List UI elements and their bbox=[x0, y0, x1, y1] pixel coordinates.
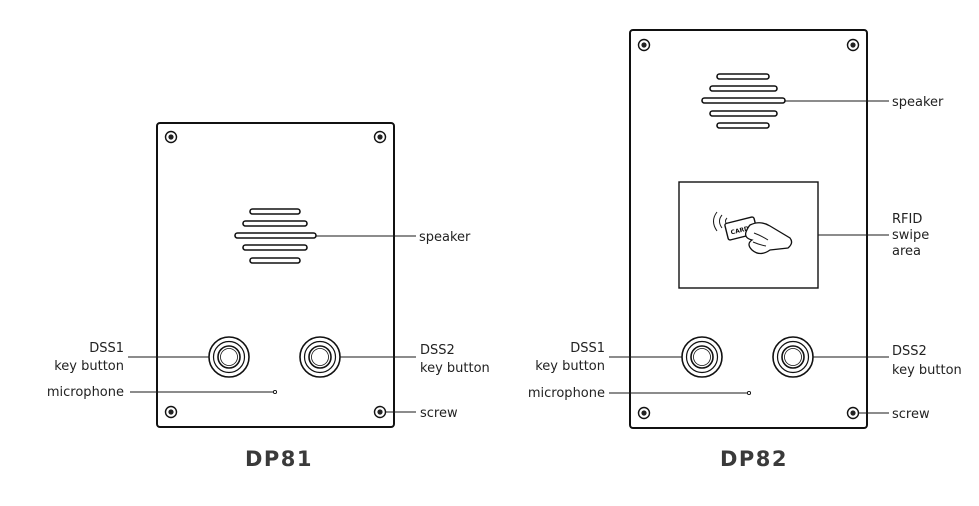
dp81-model-title: DP81 bbox=[245, 447, 313, 471]
dp81-dss2-key-button bbox=[299, 336, 341, 378]
dp81-microphone-label: microphone bbox=[47, 385, 124, 400]
dp82-dss1-sublabel: key button bbox=[535, 359, 605, 374]
dp81-screw-top-left bbox=[164, 130, 178, 144]
dp82-model-title: DP82 bbox=[720, 447, 788, 471]
dp81-dss2-label: DSS2 bbox=[420, 343, 455, 358]
dp82-speaker-label: speaker bbox=[892, 95, 944, 110]
dp82-dss1-key-button bbox=[681, 336, 723, 378]
dp81-speaker-grille bbox=[234, 208, 317, 264]
dp82-speaker-grille bbox=[701, 73, 786, 129]
dp82-rfid-sublabel-1: swipe bbox=[892, 228, 929, 243]
dp82-screw-bottom-left bbox=[637, 406, 651, 420]
dp82-microphone bbox=[746, 390, 752, 396]
dp81-dss1-sublabel: key button bbox=[54, 359, 124, 374]
dp81-dss1-key-button bbox=[208, 336, 250, 378]
dp82-microphone-label: microphone bbox=[528, 386, 605, 401]
dp81-screw-bottom-right bbox=[373, 405, 387, 419]
dp82-screw-top-right bbox=[846, 38, 860, 52]
dp82-dss2-key-button bbox=[772, 336, 814, 378]
dp81-device: speaker DSS1 key button DSS2 key button … bbox=[47, 122, 490, 471]
dp82-dss2-sublabel: key button bbox=[892, 363, 962, 378]
dp81-faceplate bbox=[156, 122, 395, 428]
dp82-dss2-label: DSS2 bbox=[892, 344, 927, 359]
rfid-card-icon: CARD bbox=[713, 211, 793, 255]
dp81-microphone bbox=[272, 389, 278, 395]
dp81-dss1-label: DSS1 bbox=[89, 341, 124, 356]
rfid-card-text: CARD bbox=[730, 225, 750, 236]
dp82-screw-label: screw bbox=[892, 407, 930, 422]
dp81-screw-label: screw bbox=[420, 406, 458, 421]
dp82-device: CARD speaker RFID swipe area DSS1 key bu… bbox=[528, 29, 962, 471]
dp81-screw-bottom-left bbox=[164, 405, 178, 419]
dp82-screw-bottom-right bbox=[846, 406, 860, 420]
dp82-rfid-label: RFID bbox=[892, 212, 922, 227]
dp81-speaker-label: speaker bbox=[419, 230, 471, 245]
dp82-screw-top-left bbox=[637, 38, 651, 52]
dp82-rfid-sublabel-2: area bbox=[892, 244, 921, 259]
dp81-screw-top-right bbox=[373, 130, 387, 144]
dp82-dss1-label: DSS1 bbox=[570, 341, 605, 356]
dp81-dss2-sublabel: key button bbox=[420, 361, 490, 376]
